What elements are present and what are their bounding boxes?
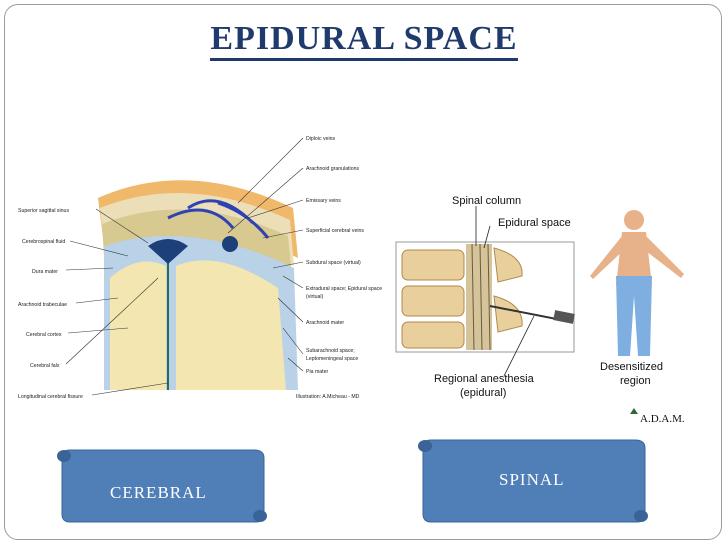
label-regional-anesthesia: Regional anesthesia — [434, 373, 535, 385]
label-desensitized: Desensitized — [600, 361, 663, 373]
label-epidural-space: Epidural space — [498, 217, 571, 229]
label-pia-mater: Pia mater — [306, 369, 328, 375]
slide-frame — [4, 4, 722, 540]
spinal-banner-label: SPINAL — [499, 470, 565, 489]
label-subdural-space: Subdural space (virtual) — [306, 260, 361, 266]
label-leptomeningeal-space: Leptomeningeal space — [306, 356, 358, 362]
illustration-credit: Illustration: A.Micheau - MD — [296, 394, 360, 400]
label-superior-sagittal-sinus: Superior sagittal sinus — [18, 208, 69, 214]
adam-logo: A.D.A.M. — [640, 413, 685, 425]
label-arachnoid-granulations: Arachnoid granulations — [306, 166, 359, 172]
label-superficial-cerebral-veins: Superficial cerebral veins — [306, 228, 364, 234]
cerebral-banner-label: CEREBRAL — [110, 483, 207, 502]
label-longitudinal-fissure: Longitudinal cerebral fissure — [18, 394, 83, 400]
cerebral-diagram: Superior sagittal sinus Cerebrospinal fl… — [18, 136, 382, 400]
label-spinal-column: Spinal column — [452, 195, 521, 207]
label-cerebrospinal-fluid: Cerebrospinal fluid — [22, 239, 65, 245]
adam-logo-icon — [630, 408, 638, 414]
label-dura-mater: Dura mater — [32, 269, 58, 275]
spinal-diagram: Spinal column Epidural space Regional an… — [395, 195, 685, 425]
spinal-banner — [418, 439, 648, 523]
label-diploic-veins: Diploic veins — [306, 136, 336, 142]
cerebral-banner — [57, 449, 267, 523]
label-extradural-space: Extradural space; Epidural space — [306, 286, 382, 292]
label-regional-epidural: (epidural) — [460, 387, 506, 399]
label-arachnoid-mater: Arachnoid mater — [306, 320, 344, 326]
label-cerebral-falx: Cerebral falx — [30, 363, 60, 369]
label-arachnoid-trabeculae: Arachnoid trabeculae — [18, 302, 67, 308]
label-cerebral-cortex: Cerebral cortex — [26, 332, 62, 338]
slide-title: EPIDURAL SPACE — [0, 20, 728, 61]
label-subarachnoid-space: Subarachnoid space; — [306, 348, 355, 354]
label-extradural-virtual: (virtual) — [306, 294, 324, 300]
label-emissary-veins: Emissary veins — [306, 198, 341, 204]
label-desensitized-region: region — [620, 375, 651, 387]
